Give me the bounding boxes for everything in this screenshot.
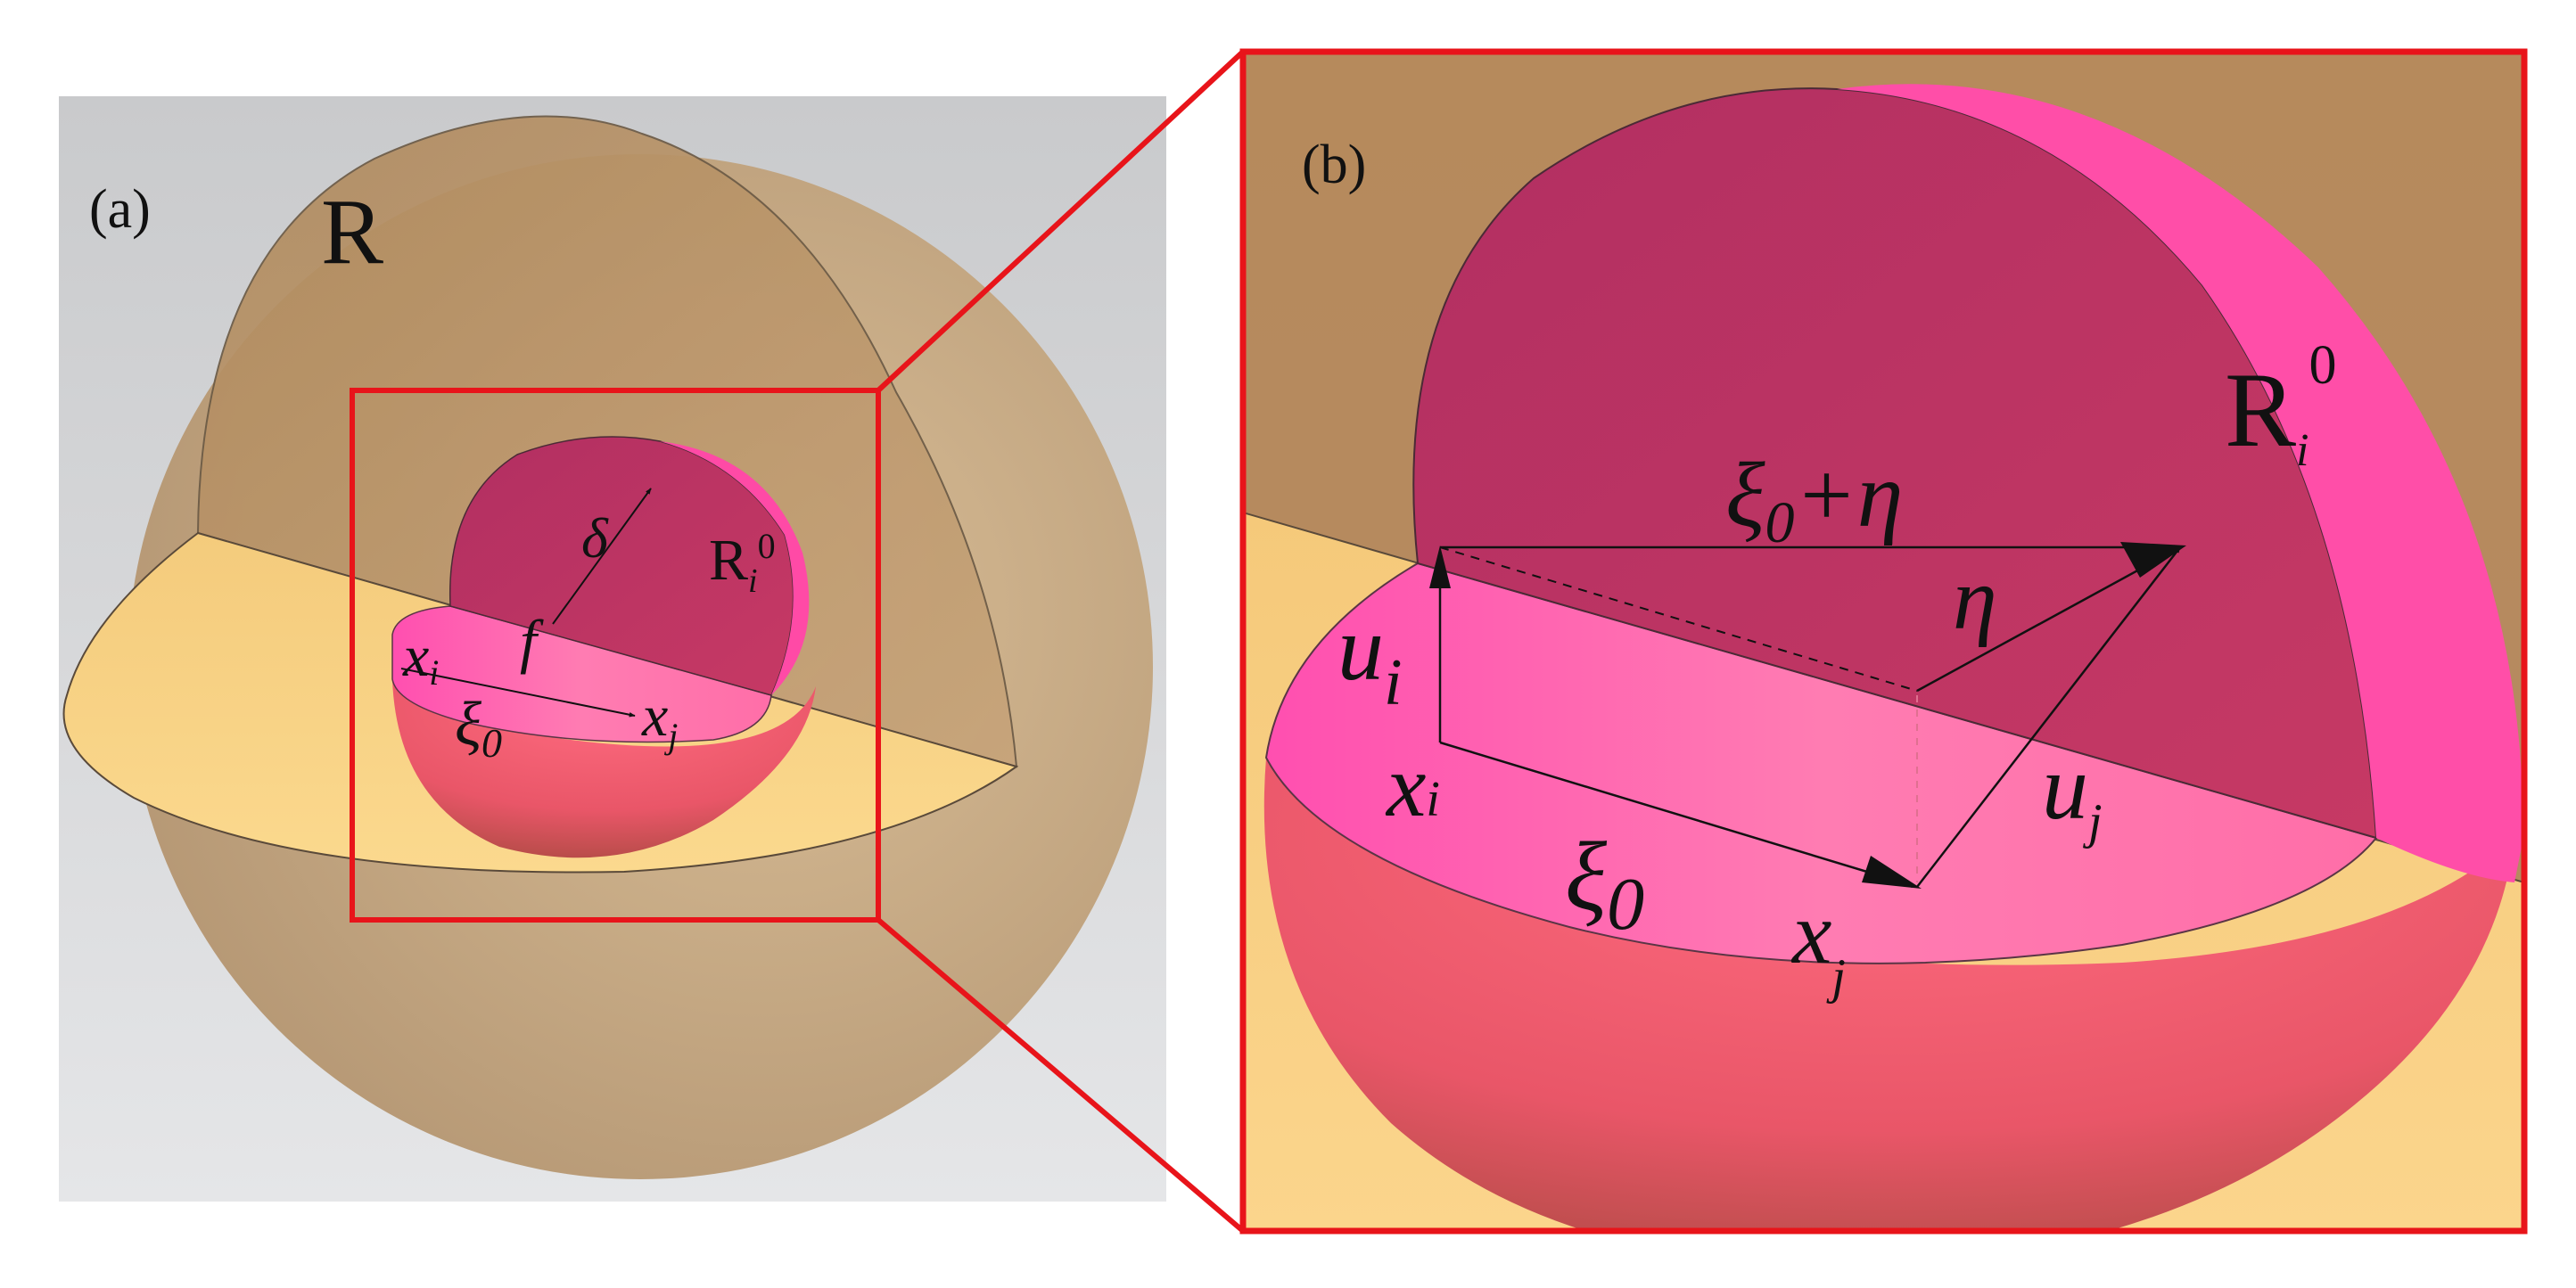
- vectors-b: [1437, 545, 2181, 889]
- inner-sphere-small-lower: [392, 679, 816, 858]
- big-arrowhead-tip: [2120, 542, 2186, 578]
- deformed-bond-label: ξ0+η: [1725, 444, 1903, 555]
- dashed-edge: [1439, 546, 1918, 692]
- inner-sphere-shell-b: [1837, 84, 2523, 883]
- point-j-label-a: xj: [641, 684, 678, 756]
- inner-region-label-b: Ri0: [2225, 335, 2337, 476]
- point-j-label-b: xj: [1790, 883, 1846, 1005]
- inner-sphere-back-b: [1412, 87, 2378, 840]
- inner-sphere-small-rim: [660, 441, 810, 695]
- bond-vector-arrow-b: [1439, 741, 1918, 889]
- x-j-arrowhead: [1862, 856, 1922, 889]
- u-i-label: ui: [1337, 597, 1403, 719]
- point-i-label-a: xi: [402, 624, 439, 693]
- point-i-label-b: xi: [1385, 736, 1440, 835]
- bond-vector-label-b: ξ0: [1565, 822, 1644, 946]
- panel-b: (b) Ri0 ξ0+η η ui uj xi ξ0 xj: [1243, 52, 2524, 1231]
- panel-a-tag: (a): [89, 179, 151, 240]
- delta-arrow-a: [552, 488, 652, 625]
- panel-a: (a) R Ri0 δ f xi ξ0 xj: [59, 96, 1166, 1202]
- eta-arrow: [1916, 546, 2181, 693]
- u-j-arrow: [1916, 546, 2181, 888]
- u-j-label: uj: [2042, 736, 2103, 849]
- inner-sphere-lower-b: [1263, 758, 2514, 1231]
- inner-sphere-small-cut: [391, 605, 772, 743]
- u-i-arrowhead: [1429, 546, 1451, 588]
- delta-label-a: δ: [581, 506, 609, 570]
- zoom-connector-top: [876, 49, 1246, 393]
- inner-sphere-cut-b: [1264, 562, 2378, 964]
- zoom-box-a: [350, 388, 881, 923]
- inner-sphere-small: [391, 436, 816, 858]
- bond-vector-arrow-a: [400, 668, 636, 718]
- panel-b-tag: (b): [1302, 135, 1366, 195]
- inner-region-label-a: Ri0: [709, 526, 776, 600]
- eta-label-b: η: [1953, 549, 1997, 648]
- outer-region-label: R: [321, 179, 383, 283]
- zoom-connector-bottom: [876, 917, 1245, 1234]
- zoom-frame-b: [1239, 48, 2528, 1235]
- bond-vector-label-a: ξ0: [455, 690, 502, 766]
